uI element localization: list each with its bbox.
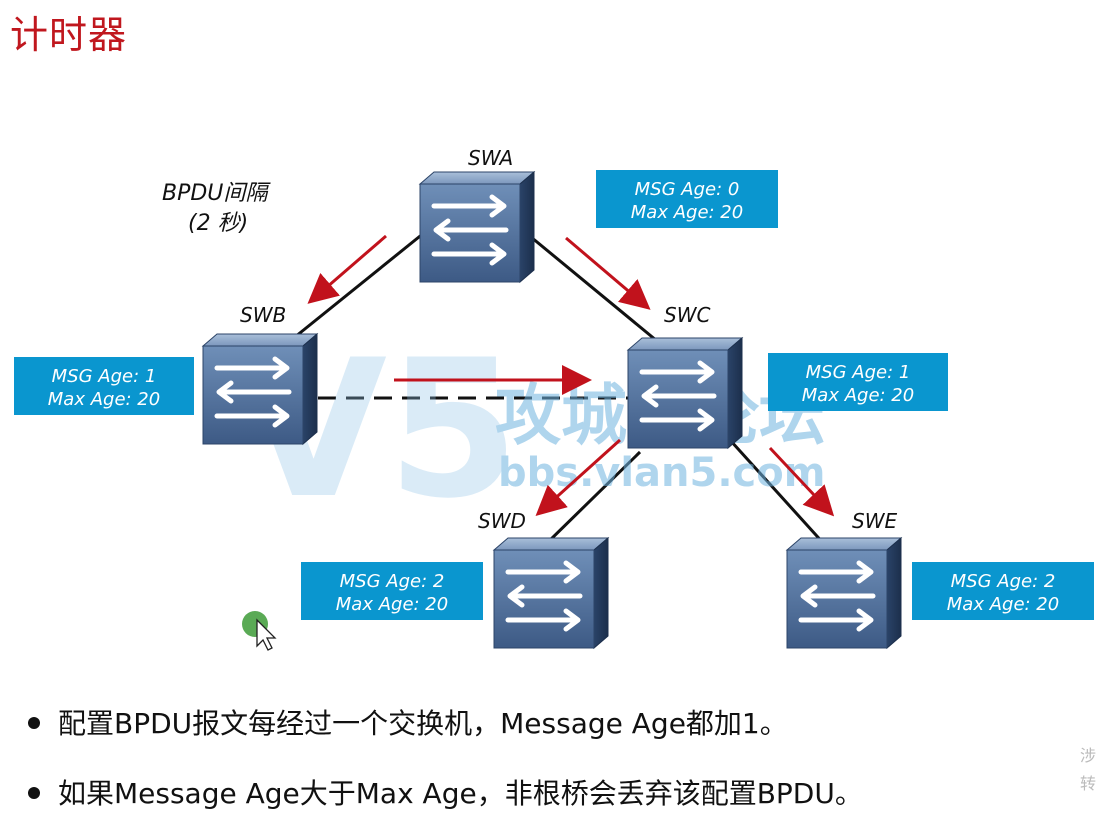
link-swa-swb: [284, 218, 441, 347]
switch-label-swb: SWB: [240, 303, 286, 327]
age-box-swa-max: Max Age: 20: [631, 202, 743, 223]
switch-swc: [628, 338, 742, 448]
bpdu-arrow-swa-to-swb: [307, 234, 387, 304]
link-swa-swc: [519, 226, 669, 352]
age-box-swc-max: Max Age: 20: [802, 385, 914, 406]
bullet-item: 如果Message Age大于Max Age，非根桥会丢弃该配置BPDU。: [28, 772, 863, 812]
mouse-cursor-icon: [242, 611, 277, 651]
switch-swa: [420, 172, 534, 282]
age-box-swe-max: Max Age: 20: [947, 594, 1059, 615]
bpdu-interval-value: (2 秒): [188, 211, 248, 236]
age-box-swd-msg: MSG Age: 2: [340, 571, 445, 592]
page-title: 计时器: [10, 13, 128, 57]
bpdu-interval-label: BPDU间隔: [162, 181, 271, 206]
bullet-dot-icon: [28, 717, 40, 729]
age-box-swd-max: Max Age: 20: [336, 594, 448, 615]
link-swc-swe: [728, 438, 827, 547]
bullet-text: 配置BPDU报文每经过一个交换机，Message Age都加1。: [58, 707, 788, 740]
switch-label-swc: SWC: [664, 303, 710, 327]
age-box-swb-max: Max Age: 20: [48, 389, 160, 410]
side-text-fragment: 转: [1079, 774, 1096, 793]
bullet-dot-icon: [28, 787, 40, 799]
switch-label-swd: SWD: [478, 509, 526, 533]
age-box-swc: MSG Age: 1 Max Age: 20: [768, 353, 948, 411]
age-box-swe: MSG Age: 2 Max Age: 20: [912, 562, 1094, 620]
switch-swe: [787, 538, 901, 648]
age-box-swb-msg: MSG Age: 1: [52, 366, 157, 387]
age-box-swe-msg: MSG Age: 2: [951, 571, 1056, 592]
switch-label-swa: SWA: [468, 146, 513, 170]
bpdu-arrow-swa-to-swc: [565, 236, 651, 310]
switch-swd: [494, 538, 608, 648]
age-box-swa-msg: MSG Age: 0: [635, 179, 740, 200]
bpdu-arrow-swc-to-swe: [768, 446, 835, 517]
bullet-text: 如果Message Age大于Max Age，非根桥会丢弃该配置BPDU。: [58, 777, 863, 810]
age-box-swd: MSG Age: 2 Max Age: 20: [301, 562, 483, 620]
age-box-swb: MSG Age: 1 Max Age: 20: [14, 357, 194, 415]
bullet-item: 配置BPDU报文每经过一个交换机，Message Age都加1。: [28, 702, 788, 742]
age-box-swa: MSG Age: 0 Max Age: 20: [596, 170, 778, 228]
stp-timer-diagram: V5 攻城狮论坛 bbs.vlan5.com SWA SWB SWC SWD S…: [14, 146, 1094, 651]
switch-swb: [203, 334, 317, 444]
link-swc-swd: [543, 450, 642, 547]
switch-label-swe: SWE: [852, 509, 897, 533]
bpdu-arrow-swc-to-swd: [535, 438, 622, 517]
age-box-swc-msg: MSG Age: 1: [806, 362, 911, 383]
side-text-fragment: 涉: [1079, 746, 1096, 765]
